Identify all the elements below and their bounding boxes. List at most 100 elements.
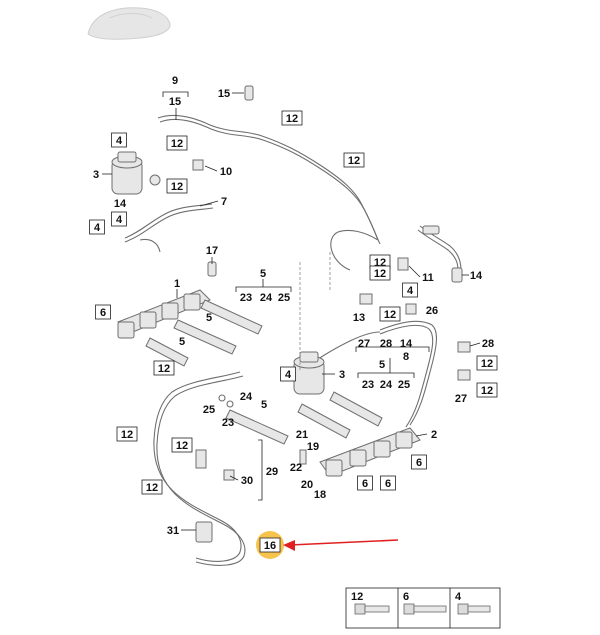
callout-box <box>95 304 111 320</box>
callout-number: 5 <box>179 336 185 348</box>
callout-24: 24 <box>380 379 393 391</box>
small-components <box>192 85 471 543</box>
callout-number: 12 <box>384 309 396 321</box>
callout-25: 25 <box>398 379 410 391</box>
high-pressure-pump-left <box>111 151 161 195</box>
callout-number: 24 <box>380 379 393 391</box>
callout-box <box>380 475 396 491</box>
callout-4: 4 <box>89 219 105 235</box>
callout-number: 24 <box>240 391 253 403</box>
callout-number: 12 <box>171 138 183 150</box>
callout-box <box>171 437 193 453</box>
callout-number: 10 <box>220 166 232 178</box>
callout-box <box>141 479 163 495</box>
callout-number: 25 <box>203 404 215 416</box>
callout-26: 26 <box>426 305 438 317</box>
legend-number: 6 <box>403 591 409 603</box>
callout-31: 31 <box>167 525 179 537</box>
callout-number: 15 <box>218 88 230 100</box>
callout-number: 9 <box>172 75 178 87</box>
callout-number: 12 <box>171 181 183 193</box>
callout-12: 12 <box>166 178 188 194</box>
callout-box <box>402 282 418 298</box>
callout-number: 5 <box>261 399 267 411</box>
callout-number: 27 <box>358 338 370 350</box>
callout-21: 21 <box>296 429 308 441</box>
callout-box <box>166 178 188 194</box>
callout-box <box>111 132 127 148</box>
callout-number: 5 <box>206 312 212 324</box>
callout-number: 5 <box>260 268 266 280</box>
callout-16: 16 <box>256 531 284 559</box>
callout-number: 19 <box>307 441 319 453</box>
callout-number: 8 <box>403 351 409 363</box>
callout-number: 28 <box>482 338 494 350</box>
callout-number: 22 <box>290 462 302 474</box>
callout-6: 6 <box>357 475 373 491</box>
callout-number: 4 <box>407 285 414 297</box>
callout-23: 23 <box>240 292 252 304</box>
callout-29: 29 <box>266 466 278 478</box>
callout-1: 1 <box>174 278 180 290</box>
callout-number: 14 <box>470 270 483 282</box>
legend-number: 4 <box>455 591 462 603</box>
callout-12: 12 <box>369 265 391 281</box>
callout-4: 4 <box>111 211 127 227</box>
callout-15: 15 <box>218 88 230 100</box>
callout-number: 2 <box>431 429 437 441</box>
callout-box <box>259 537 281 553</box>
high-pressure-pump-right <box>293 351 325 395</box>
callout-18: 18 <box>314 489 326 501</box>
callout-number: 12 <box>374 268 386 280</box>
callout-12: 12 <box>166 135 188 151</box>
callout-number: 27 <box>455 393 467 405</box>
callout-number: 12 <box>176 440 188 452</box>
fuel-rail-left <box>117 289 211 339</box>
callout-number: 12 <box>481 385 493 397</box>
callout-number: 6 <box>385 478 391 490</box>
callout-box <box>476 382 498 398</box>
callout-12: 12 <box>141 479 163 495</box>
callout-14: 14 <box>470 270 483 282</box>
callout-number: 5 <box>379 359 385 371</box>
callout-box <box>281 110 303 126</box>
callout-5: 5 <box>206 312 212 324</box>
callout-number: 6 <box>416 457 422 469</box>
callout-number: 31 <box>167 525 179 537</box>
callout-number: 16 <box>264 540 276 552</box>
callout-number: 12 <box>348 155 360 167</box>
callout-11: 11 <box>422 272 434 284</box>
callout-24: 24 <box>260 292 273 304</box>
callout-17: 17 <box>206 245 218 257</box>
callout-14: 14 <box>400 338 413 350</box>
callout-6: 6 <box>95 304 111 320</box>
callout-25: 25 <box>278 292 290 304</box>
callout-5: 5 <box>379 359 385 371</box>
callout-number: 26 <box>426 305 438 317</box>
callout-box <box>111 211 127 227</box>
callout-4: 4 <box>402 282 418 298</box>
callout-number: 20 <box>301 479 313 491</box>
callout-23: 23 <box>222 417 234 429</box>
callout-number: 14 <box>400 338 413 350</box>
callout-6: 6 <box>380 475 396 491</box>
callout-28: 28 <box>380 338 392 350</box>
callout-box <box>89 219 105 235</box>
callout-10: 10 <box>220 166 232 178</box>
callout-number: 23 <box>222 417 234 429</box>
callout-number: 3 <box>93 169 99 181</box>
callout-box <box>357 475 373 491</box>
callout-9: 9 <box>172 75 178 87</box>
callout-number: 23 <box>240 292 252 304</box>
callout-12: 12 <box>171 437 193 453</box>
callout-14: 14 <box>114 198 127 210</box>
screw-medium-icon <box>457 603 491 615</box>
fastener-legend: 12 6 4 <box>345 587 501 629</box>
callout-12: 12 <box>476 382 498 398</box>
screw-long-icon <box>403 603 447 615</box>
callout-box <box>280 366 296 382</box>
callout-12: 12 <box>281 110 303 126</box>
callout-box <box>116 426 138 442</box>
